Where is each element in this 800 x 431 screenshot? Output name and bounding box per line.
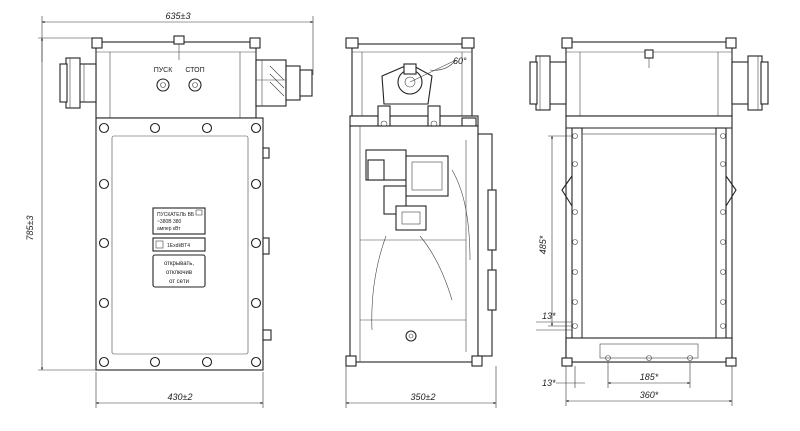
bolt	[250, 237, 262, 249]
start-button[interactable]	[156, 78, 170, 92]
back-view: 485* 13* 13* 185* 360*	[529, 37, 769, 406]
back-right-cable-entry	[731, 55, 769, 111]
dim-mount-width: 360*	[565, 366, 733, 406]
bolt	[98, 297, 110, 309]
side-view: 60°	[345, 37, 497, 408]
ex-marking: 1ExdⅡBT4	[167, 243, 190, 249]
rating-line-3: ампер кВт	[157, 226, 181, 232]
warning-plate: открывать, отключив от сети	[152, 254, 206, 288]
left-cable-entry	[59, 57, 97, 109]
ex-marking-plate: 1ExdⅡBT4	[152, 237, 206, 252]
bolt	[98, 122, 110, 134]
back-top-box	[561, 37, 737, 117]
bolt	[250, 178, 262, 190]
dim-mount-offset-horizontal: 13*	[542, 366, 585, 406]
dim-side-depth: 350±2	[345, 366, 497, 408]
bolt	[98, 178, 110, 190]
dim-label-mount-width: 360*	[640, 390, 659, 400]
bolt	[201, 356, 213, 368]
bolt	[98, 356, 110, 368]
dim-overall-height: 785±3	[25, 37, 96, 371]
rating-plate: ПУСКАТЕЛЬ ВБ ~380В 380 ампер кВт	[152, 207, 206, 235]
dim-body-width: 430±2	[95, 372, 264, 408]
back-left-cable-entry	[529, 55, 567, 111]
rating-title: ПУСКАТЕЛЬ ВБ	[157, 212, 195, 218]
bolt	[201, 122, 213, 134]
left-carry-handle[interactable]	[561, 175, 573, 207]
dim-label-angle: 60°	[453, 56, 467, 66]
bolt	[149, 356, 161, 368]
dim-mount-spacing: 185*	[607, 362, 691, 388]
right-cable-entry	[255, 59, 313, 107]
back-main-body	[561, 115, 737, 367]
top-terminal-box: ПУСК СТОП	[91, 35, 261, 119]
dim-mount-offset-vertical: 13*	[536, 311, 572, 331]
warning-line-1: открывать,	[164, 261, 194, 267]
side-top-box: 60°	[345, 37, 475, 117]
start-label: ПУСК	[154, 67, 174, 74]
bolt	[98, 237, 110, 249]
dim-label-body-width: 430±2	[168, 392, 193, 402]
warning-line-3: от сети	[169, 279, 189, 285]
stop-button[interactable]	[188, 78, 202, 92]
dim-mount-height: 485*	[538, 135, 572, 327]
bolt	[250, 297, 262, 309]
dim-label-mount-offset-horizontal: 13*	[542, 378, 556, 388]
side-main-body	[345, 125, 497, 367]
dim-label-overall-height: 785±3	[25, 216, 35, 241]
dim-label-mount-offset-vertical: 13*	[542, 311, 556, 321]
bolt	[250, 122, 262, 134]
handle-lever[interactable]	[262, 237, 270, 255]
right-carry-handle[interactable]	[725, 175, 737, 207]
warning-line-2: отключив	[166, 270, 192, 276]
bolt	[250, 356, 262, 368]
front-view: 635±3 785±3 430±2 ПУСК СТОП	[25, 11, 314, 408]
bolt	[149, 122, 161, 134]
dim-label-mount-spacing: 185*	[640, 372, 659, 382]
dim-label-overall-width: 635±3	[166, 11, 191, 21]
dim-label-mount-height: 485*	[538, 235, 548, 254]
stop-label: СТОП	[185, 67, 204, 74]
dim-label-side-depth: 350±2	[411, 392, 436, 402]
rating-line-2: ~380В 380	[157, 219, 182, 225]
